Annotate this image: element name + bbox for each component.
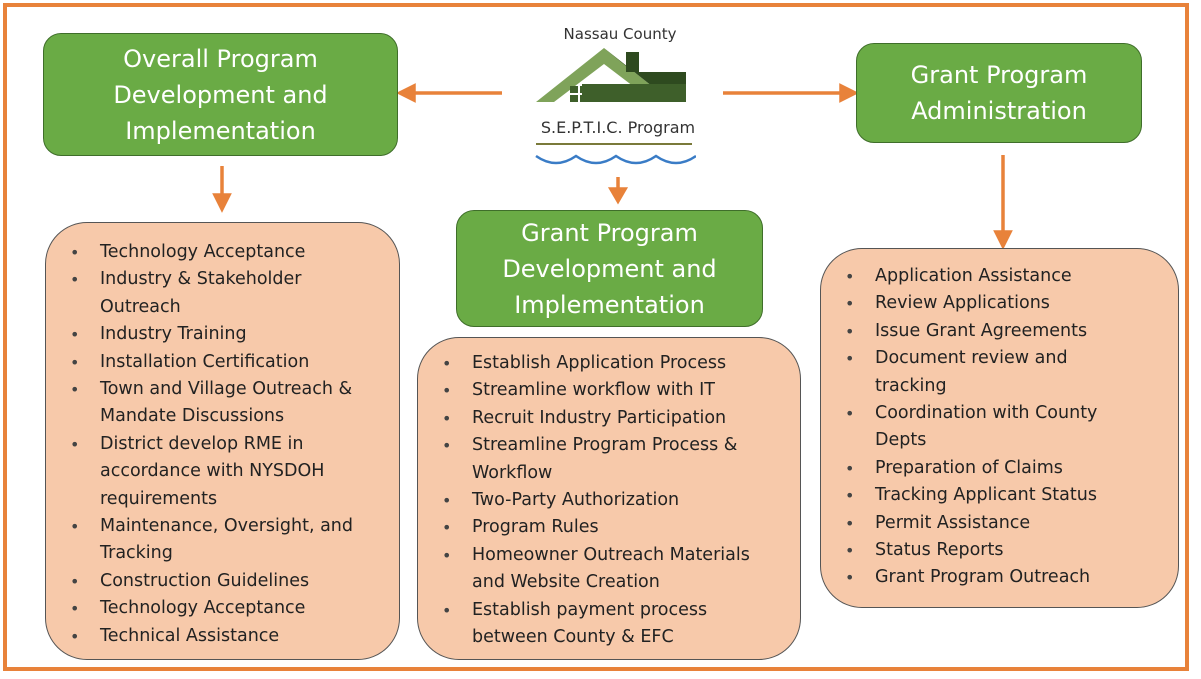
grant-development-title-line-3: Implementation bbox=[514, 290, 705, 319]
overall-program-box: Overall Program Development and Implemen… bbox=[43, 33, 398, 156]
overall-program-title-line-3: Implementation bbox=[125, 116, 316, 145]
grant-administration-title-line-2: Administration bbox=[911, 97, 1087, 125]
list-item: Town and Village Outreach & bbox=[46, 376, 399, 404]
list-item: Grant Program Outreach bbox=[821, 564, 1178, 592]
overall-program-list: Technology AcceptanceIndustry & Stakehol… bbox=[46, 239, 399, 651]
grant-development-list-box: Establish Application ProcessStreamline … bbox=[417, 337, 801, 660]
logo-title: Nassau County bbox=[563, 25, 677, 43]
list-item: Two-Party Authorization bbox=[418, 487, 800, 515]
list-item: and Website Creation bbox=[472, 572, 660, 593]
list-item: Program Rules bbox=[418, 514, 800, 542]
list-item: Tracking bbox=[100, 543, 173, 564]
list-item: Streamline workflow with IT bbox=[418, 377, 800, 405]
list-item: Preparation of Claims bbox=[821, 455, 1178, 483]
water-waves-icon bbox=[535, 143, 696, 165]
list-item: Installation Certification bbox=[46, 349, 399, 377]
list-item: Status Reports bbox=[821, 537, 1178, 565]
arrowhead-to-right-list bbox=[993, 230, 1013, 250]
grant-development-title-line-1: Grant Program bbox=[521, 218, 698, 247]
list-item: Mandate Discussions bbox=[100, 406, 285, 427]
list-item: requirements bbox=[100, 488, 218, 509]
grant-administration-list-box: Application AssistanceReview Application… bbox=[820, 248, 1179, 608]
arrowhead-to-grant-dev bbox=[607, 187, 629, 205]
arrowhead-to-administration bbox=[839, 83, 859, 103]
grant-development-title-line-2: Development and bbox=[502, 254, 717, 283]
diagram-frame bbox=[3, 3, 1189, 671]
list-item: Technology Acceptance bbox=[46, 239, 399, 267]
logo-subtitle: S.E.P.T.I.C. Program bbox=[540, 118, 696, 137]
list-item: tracking bbox=[875, 375, 947, 396]
list-item: Industry Training bbox=[46, 321, 399, 349]
list-item: Outreach bbox=[100, 296, 181, 317]
list-item: Recruit Industry Participation bbox=[418, 405, 800, 433]
list-item: Streamline Program Process & bbox=[418, 432, 800, 460]
overall-program-list-box: Technology AcceptanceIndustry & Stakehol… bbox=[45, 222, 400, 660]
list-item: Review Applications bbox=[821, 290, 1178, 318]
list-item: District develop RME in bbox=[46, 431, 399, 459]
grant-administration-box: Grant Program Administration bbox=[856, 43, 1142, 143]
list-item: Establish payment process bbox=[418, 597, 800, 625]
list-item: between County & EFC bbox=[472, 627, 674, 648]
arrowhead-to-overall bbox=[396, 83, 416, 103]
list-item: Establish Application Process bbox=[418, 350, 800, 378]
list-item: accordance with NYSDOH bbox=[100, 461, 325, 482]
list-item: Technology Acceptance bbox=[46, 595, 399, 623]
list-item: Technical Assistance bbox=[46, 623, 399, 651]
list-item: Depts bbox=[875, 430, 927, 451]
grant-development-box: Grant Program Development and Implementa… bbox=[456, 210, 763, 327]
list-item: Homeowner Outreach Materials bbox=[418, 542, 800, 570]
list-item: Maintenance, Oversight, and bbox=[46, 513, 399, 541]
list-item: Industry & Stakeholder bbox=[46, 266, 399, 294]
list-item: Construction Guidelines bbox=[46, 568, 399, 596]
list-item: Application Assistance bbox=[821, 263, 1178, 291]
list-item: Permit Assistance bbox=[821, 510, 1178, 538]
list-item: Document review and bbox=[821, 345, 1178, 373]
overall-program-title-line-2: Development and bbox=[113, 80, 328, 109]
house-logo-icon bbox=[536, 48, 686, 102]
overall-program-title-line-1: Overall Program bbox=[123, 44, 318, 73]
list-item: Tracking Applicant Status bbox=[821, 482, 1178, 510]
arrowhead-to-left-list bbox=[212, 193, 232, 213]
grant-development-list: Establish Application ProcessStreamline … bbox=[418, 350, 800, 651]
list-item: Issue Grant Agreements bbox=[821, 318, 1178, 346]
list-item: Coordination with County bbox=[821, 400, 1178, 428]
grant-administration-title-line-1: Grant Program bbox=[910, 61, 1088, 89]
grant-administration-list: Application AssistanceReview Application… bbox=[821, 263, 1178, 592]
list-item: Workflow bbox=[472, 462, 553, 483]
